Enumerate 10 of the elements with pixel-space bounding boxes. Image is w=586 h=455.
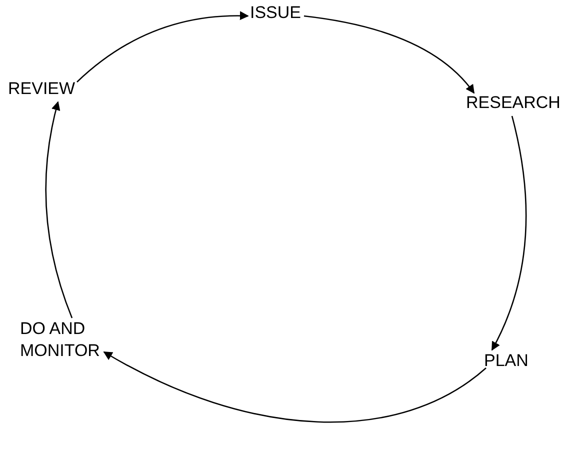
- curved-arrow: [103, 351, 486, 423]
- curved-arrow: [304, 15, 475, 94]
- step-label: DO AND MONITOR: [20, 318, 120, 362]
- curved-arrow: [491, 116, 527, 351]
- curved-arrow: [76, 11, 249, 82]
- step-label: ISSUE: [250, 2, 302, 24]
- curved-arrow: [45, 101, 73, 318]
- step-label: REVIEW: [8, 78, 76, 100]
- step-label: RESEARCH: [466, 92, 560, 114]
- step-label: PLAN: [484, 350, 528, 372]
